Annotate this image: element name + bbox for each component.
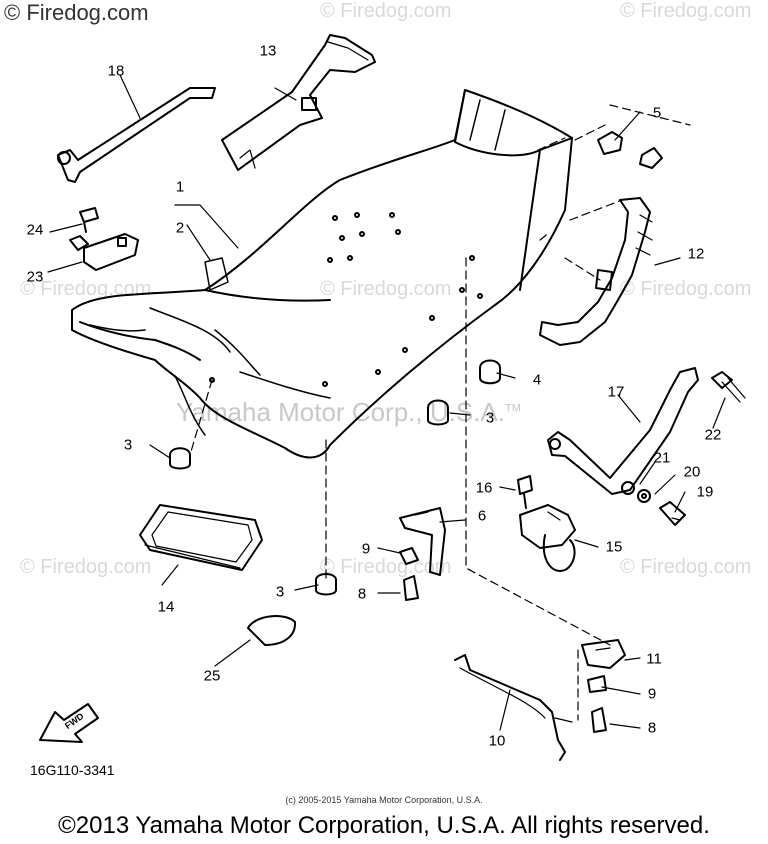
watermark: © Firedog.com (20, 556, 152, 578)
callout-23: 23 (26, 268, 44, 286)
callout-13: 13 (259, 42, 277, 60)
callout-19: 19 (696, 483, 714, 501)
callout-17: 17 (607, 383, 625, 401)
fasteners-19-22 (621, 371, 746, 526)
callout-9: 9 (361, 540, 371, 558)
watermark: © Firedog.com (620, 556, 752, 578)
parts-8-9-hardware (399, 547, 607, 733)
callout-14: 14 (157, 598, 175, 616)
callout-2: 2 (175, 219, 185, 237)
part-25-pad (247, 615, 297, 646)
callout-9: 9 (647, 685, 657, 703)
callout-25: 25 (203, 667, 221, 685)
watermark: © Firedog.com (320, 556, 452, 578)
callout-12: 12 (687, 245, 705, 263)
diagram-code: 16G110-3341 (30, 762, 115, 778)
watermark: © Firedog.com (320, 0, 452, 22)
part-18-strap (57, 87, 216, 183)
small-copyright: (c) 2005-2015 Yamaha Motor Corporation, … (285, 795, 483, 805)
callout-5: 5 (652, 104, 662, 122)
part-10-cable (454, 654, 573, 761)
callout-22: 22 (704, 426, 722, 444)
watermark: © Firedog.com (320, 278, 452, 300)
part-12-grab-bar (539, 197, 653, 346)
part-3-4-dampers (169, 359, 501, 596)
callout-3: 3 (275, 583, 285, 601)
callout-8: 8 (357, 585, 367, 603)
part-13-bracket (221, 34, 376, 171)
part-15-16-lock (517, 475, 576, 572)
part-6-hinge (399, 507, 446, 576)
callout-6: 6 (477, 507, 487, 525)
callout-3: 3 (485, 409, 495, 427)
watermark: © Firedog.com (620, 278, 752, 300)
callout-15: 15 (605, 538, 623, 556)
part-14-tray (139, 504, 263, 571)
copyright-notice: ©2013 Yamaha Motor Corporation, U.S.A. A… (58, 812, 710, 839)
part-17-strap (547, 367, 699, 495)
callout-8: 8 (647, 719, 657, 737)
watermark: © Firedog.com (20, 278, 152, 300)
callout-21: 21 (653, 449, 671, 467)
part-5-cap-nuts (597, 131, 663, 169)
watermark-top-left: © Firedog.com (4, 0, 149, 25)
part-23-24-latch (69, 207, 139, 271)
callout-18: 18 (107, 62, 125, 80)
fwd-arrow (39, 703, 99, 743)
callout-4: 4 (532, 371, 542, 389)
callout-20: 20 (683, 463, 701, 481)
part-11-bracket (581, 639, 626, 669)
callout-11: 11 (646, 650, 662, 668)
callout-16: 16 (475, 479, 493, 497)
callout-24: 24 (26, 221, 44, 239)
callout-3: 3 (123, 436, 133, 454)
callout-10: 10 (488, 732, 506, 750)
callout-leaders (47, 74, 726, 731)
watermark: © Firedog.com (620, 0, 752, 22)
callout-1: 1 (175, 178, 185, 196)
seat-assembly (71, 89, 573, 459)
leader-lines (189, 104, 691, 721)
